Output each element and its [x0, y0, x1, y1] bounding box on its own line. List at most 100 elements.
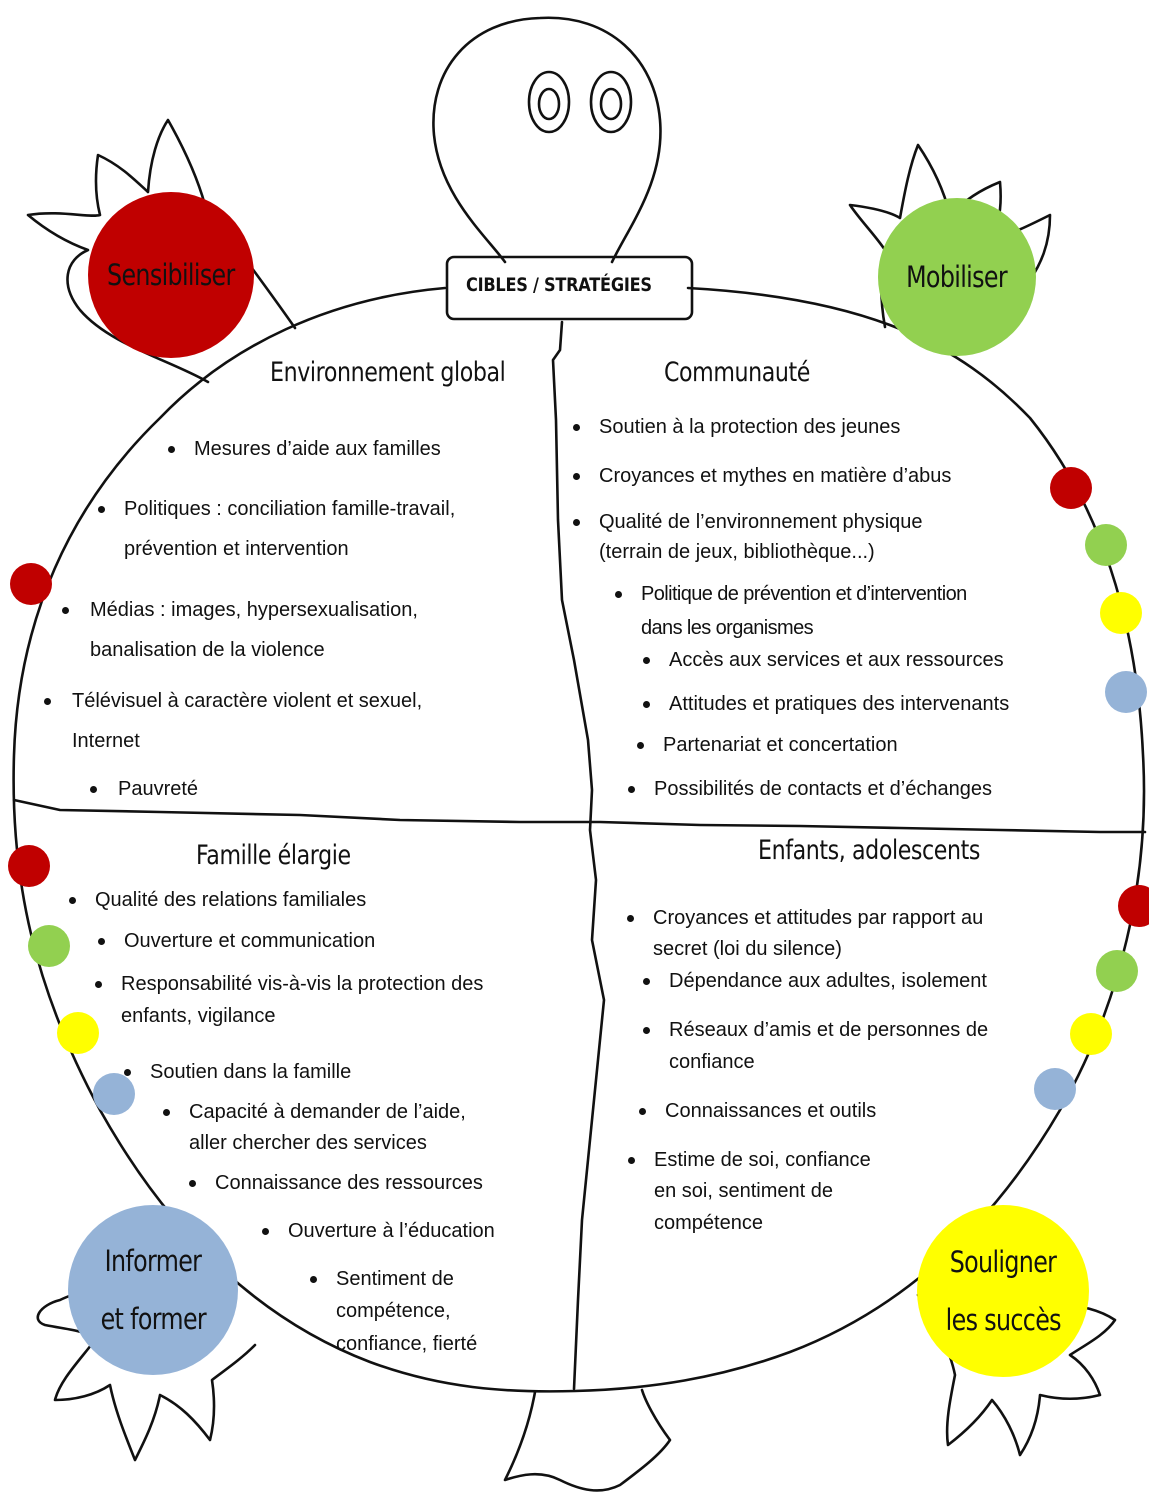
bullet — [98, 938, 105, 945]
bullet — [310, 1276, 317, 1283]
bullet — [573, 424, 580, 431]
bullet — [62, 607, 69, 614]
strategy-label-souligner-line1: Souligner — [949, 1245, 1057, 1279]
list-item: Sentiment de — [336, 1268, 454, 1290]
list-item: Attitudes et pratiques des intervenants — [669, 693, 1010, 715]
list-item: prévention et intervention — [124, 538, 349, 560]
strategy-circle-mobiliser: Mobiliser — [878, 198, 1036, 356]
turtle-head — [432, 16, 662, 264]
bullet — [628, 786, 635, 793]
turtle-tail — [503, 1388, 672, 1492]
dot-mobiliser — [1096, 950, 1138, 992]
bullet — [643, 1027, 650, 1034]
bullet — [44, 698, 51, 705]
list-item: Ouverture à l’éducation — [288, 1220, 495, 1242]
list-item: Connaissances et outils — [665, 1100, 877, 1122]
list-item: confiance — [669, 1051, 755, 1073]
flipper-lower-right — [916, 1293, 1117, 1457]
dot-souligner — [1070, 1013, 1112, 1055]
dot-sensibiliser — [1118, 885, 1149, 927]
dot-souligner — [1100, 592, 1142, 634]
list-item: Réseaux d’amis et de personnes de — [669, 1019, 989, 1041]
list-item: Dépendance aux adultes, isolement — [669, 970, 987, 992]
flipper-lower-left — [36, 1268, 257, 1462]
list-item: confiance, fierté — [336, 1333, 478, 1355]
list-item: Internet — [72, 730, 140, 752]
bullet — [615, 591, 622, 598]
list-item: (terrain de jeux, bibliothèque...) — [599, 541, 875, 563]
quadrant-title-environnement: Environnement global — [270, 357, 506, 388]
list-item: Soutien dans la famille — [150, 1061, 352, 1083]
strategy-label-mobiliser: Mobiliser — [906, 260, 1009, 294]
strategy-label-souligner-line2: les succès — [945, 1303, 1061, 1337]
list-item: compétence — [654, 1212, 763, 1234]
shell-divider-vertical — [551, 320, 606, 1391]
list-item: Pauvreté — [118, 778, 199, 800]
list-item: Télévisuel à caractère violent et sexuel… — [72, 690, 423, 712]
strategy-circle-souligner: Souligner les succès — [917, 1205, 1089, 1377]
list-item: aller chercher des services — [189, 1132, 427, 1154]
bullet — [628, 1157, 635, 1164]
list-item: en soi, sentiment de — [654, 1180, 833, 1202]
bullet — [639, 1108, 646, 1115]
list-item: Qualité de l’environnement physique — [599, 511, 923, 533]
dot-souligner — [57, 1012, 99, 1054]
list-item: Possibilités de contacts et d’échanges — [654, 778, 992, 800]
turtle-right-eye-inner — [599, 87, 623, 121]
bullet — [90, 786, 97, 793]
bullet — [637, 742, 644, 749]
quadrant-title-communaute: Communauté — [664, 357, 811, 388]
list-item: banalisation de la violence — [90, 639, 325, 661]
bullet — [643, 657, 650, 664]
strategy-label-sensibiliser: Sensibiliser — [107, 258, 235, 292]
dot-mobiliser — [1085, 524, 1127, 566]
list-item: Capacité à demander de l’aide, — [189, 1101, 466, 1123]
list-item: Médias : images, hypersexualisation, — [90, 599, 418, 621]
list-item: enfants, vigilance — [121, 1005, 276, 1027]
dot-informer — [1034, 1068, 1076, 1110]
list-item: compétence, — [336, 1300, 451, 1322]
list-item: Mesures d’aide aux familles — [194, 438, 441, 460]
turtle-left-eye-outer — [527, 70, 571, 134]
bullet — [643, 978, 650, 985]
list-item: Ouverture et communication — [124, 930, 376, 952]
bullet — [262, 1228, 269, 1235]
bullet — [163, 1109, 170, 1116]
list-item: Politiques : conciliation famille-travai… — [124, 498, 456, 520]
list-item: Partenariat et concertation — [663, 734, 898, 756]
list-item: dans les organismes — [641, 617, 814, 639]
bullet — [573, 473, 580, 480]
list-item: Croyances et mythes en matière d’abus — [599, 465, 952, 487]
bullet — [573, 519, 580, 526]
list-item: Connaissance des ressources — [215, 1172, 483, 1194]
strategy-label-informer-line1: Informer — [104, 1244, 202, 1278]
dot-informer — [93, 1073, 135, 1115]
bullet — [124, 1069, 131, 1076]
bullet — [98, 506, 105, 513]
dot-sensibiliser — [1050, 467, 1092, 509]
list-item: Accès aux services et aux ressources — [669, 649, 1004, 671]
shell-divider-horizontal — [12, 798, 1147, 834]
quadrant-title-famille: Famille élargie — [196, 840, 351, 871]
bullet — [168, 446, 175, 453]
turtle-left-eye-inner — [537, 87, 561, 121]
dot-sensibiliser — [8, 845, 50, 887]
list-item: Soutien à la protection des jeunes — [599, 416, 901, 438]
bullet — [627, 915, 634, 922]
flipper-upper-left — [26, 118, 297, 384]
dot-mobiliser — [28, 925, 70, 967]
list-item: Responsabilité vis-à-vis la protection d… — [121, 973, 484, 995]
strategy-label-informer-line2: et former — [100, 1302, 206, 1336]
header-frame — [445, 255, 694, 321]
bullet — [95, 981, 102, 988]
turtle-right-eye-outer — [589, 70, 633, 134]
list-item: Estime de soi, confiance — [654, 1149, 871, 1171]
bullet — [69, 897, 76, 904]
list-item: Qualité des relations familiales — [95, 889, 367, 911]
list-item: secret (loi du silence) — [653, 938, 842, 960]
bullet — [643, 701, 650, 708]
dot-informer — [1105, 671, 1147, 713]
list-item: Politique de prévention et d’interventio… — [641, 583, 967, 605]
strategy-circle-sensibiliser: Sensibiliser — [88, 192, 254, 358]
